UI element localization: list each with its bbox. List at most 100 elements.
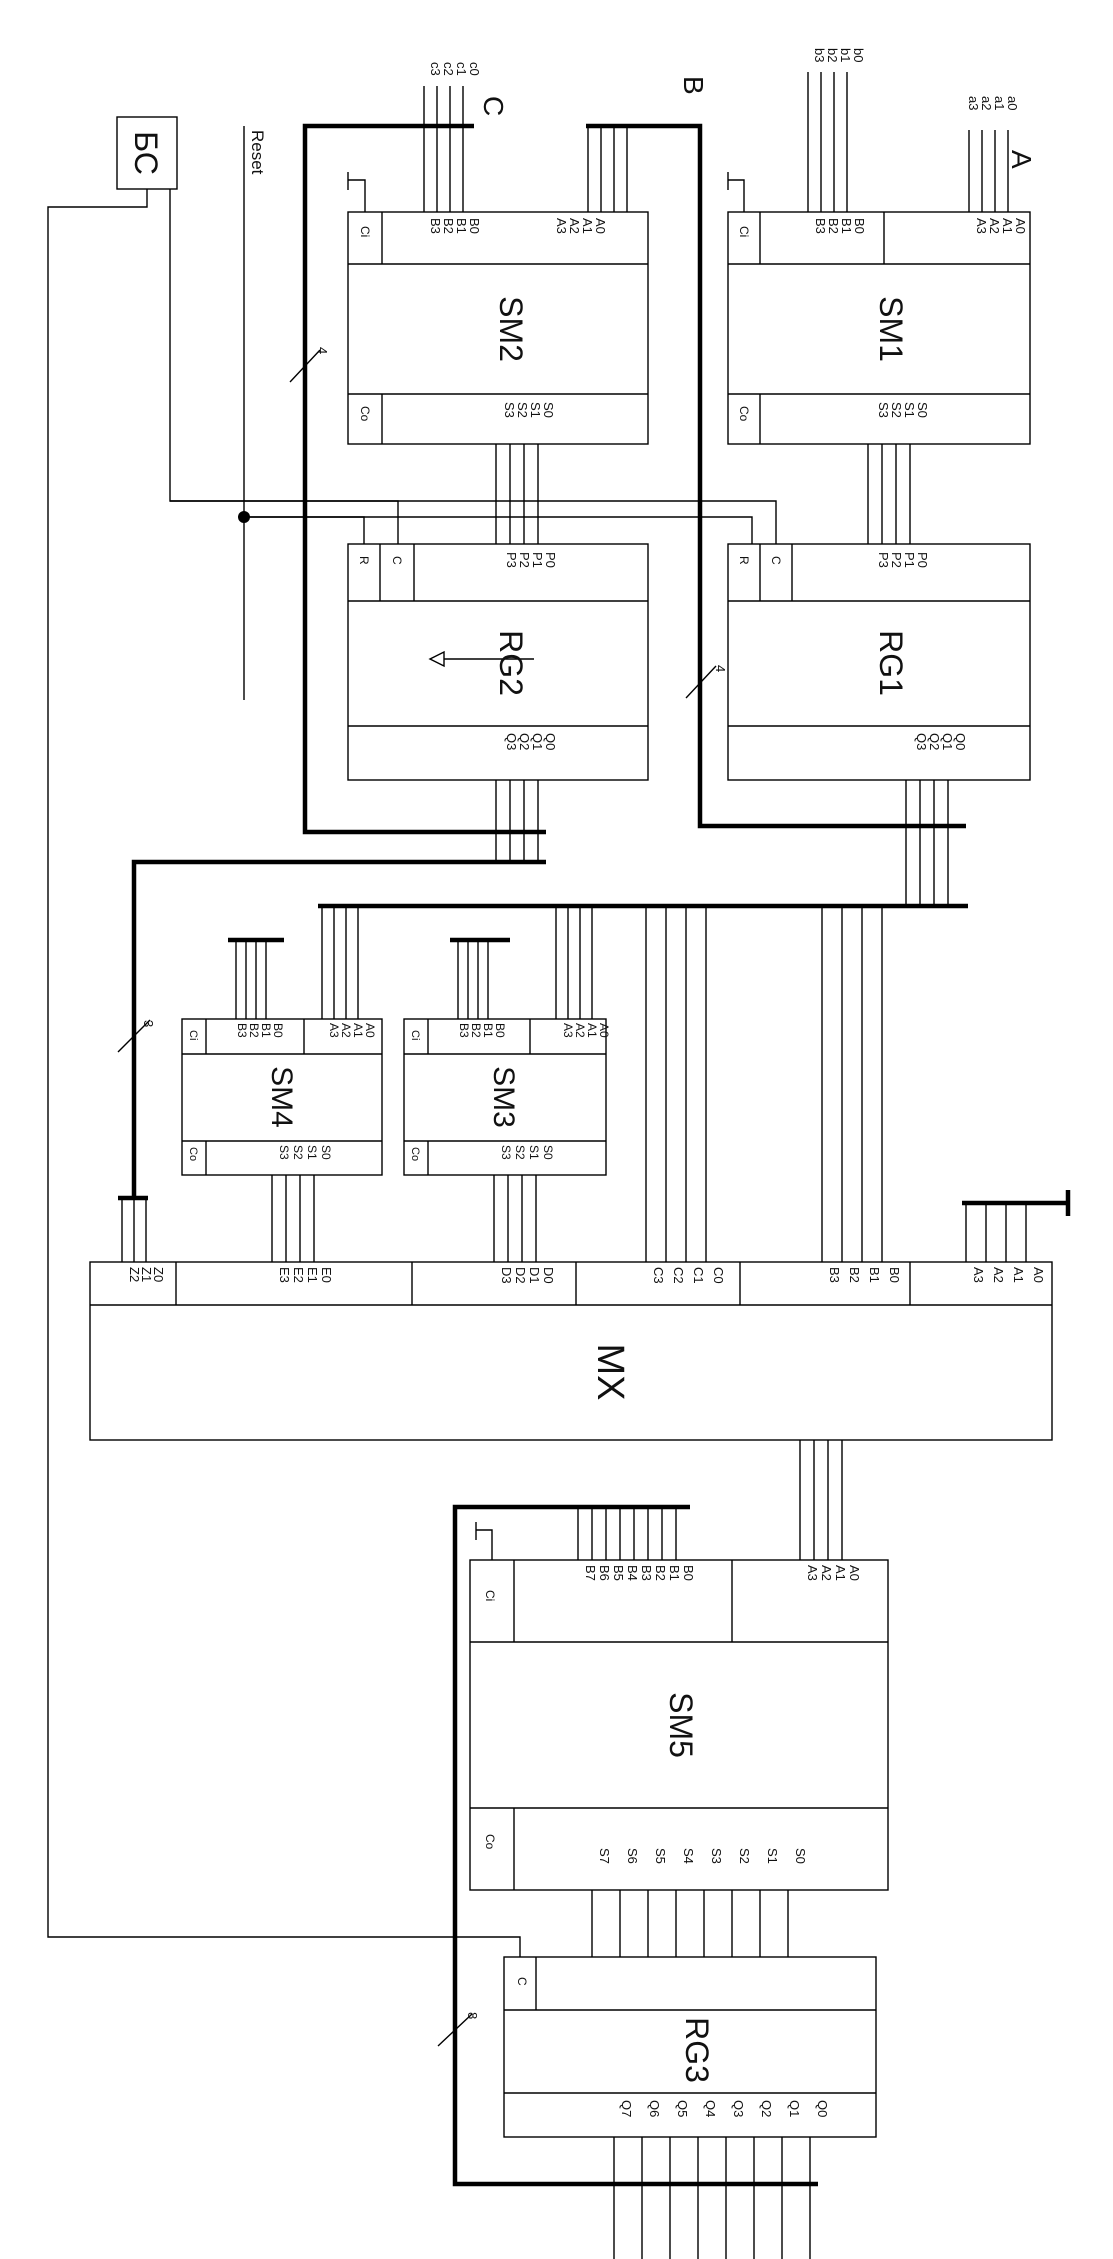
block-sm5 (469, 1559, 889, 1891)
pin-label-out: S0 (541, 1145, 555, 1160)
block-name-rg2: RG2 (493, 630, 529, 696)
pin-label-in: B0 (681, 1565, 696, 1581)
pin-label-out: S7 (597, 1848, 612, 1864)
pin-label-r: R (737, 556, 751, 565)
pin-label-in: Z1 (139, 1267, 154, 1282)
signal-wires (47, 72, 1027, 2259)
pin-label-ci: Ci (483, 1590, 497, 1601)
pin-label-ci: Ci (409, 1030, 421, 1040)
block-name-sm5: SM5 (663, 1692, 699, 1758)
pin-label-out: Q3 (504, 733, 519, 750)
pin-label-in: E2 (291, 1267, 306, 1283)
pin-label-out: Q3 (914, 733, 929, 750)
pin-label-in: B1 (667, 1565, 682, 1581)
pin-label-out: S3 (876, 402, 891, 418)
pin-label-in: A0 (593, 218, 608, 234)
bus-lines (118, 123, 1071, 2187)
pin-label-in: B3 (457, 1023, 471, 1038)
bus-width-4: 8 (465, 2012, 480, 2019)
pin-label-in: P2 (517, 552, 532, 568)
pin-label-in: B1 (454, 218, 469, 234)
pin-label-out: Q7 (619, 2100, 634, 2117)
pin-label-in: A0 (1013, 218, 1028, 234)
input-signal-label: a1 (992, 96, 1007, 110)
pin-label-out: Q0 (953, 733, 968, 750)
pin-label-out: S0 (319, 1145, 333, 1160)
pin-label-in: A3 (327, 1023, 341, 1038)
input-signal-label: c2 (441, 62, 456, 76)
reset-label: Reset (248, 130, 267, 175)
block-name-sm1: SM1 (873, 296, 909, 362)
pin-label-out: Q3 (731, 2100, 746, 2117)
pin-label-out: Q6 (647, 2100, 662, 2117)
pin-label-in: A0 (363, 1023, 377, 1038)
input-signal-label: c0 (467, 62, 482, 76)
pin-label-c: C (390, 556, 404, 565)
pin-label-in: C0 (711, 1267, 726, 1284)
pin-label-in: B0 (493, 1023, 507, 1038)
pin-label-in: A3 (805, 1565, 820, 1581)
pin-label-in: A0 (1031, 1267, 1046, 1283)
pin-label-in: B3 (428, 218, 443, 234)
pin-label-in: A1 (1000, 218, 1015, 234)
input-label-b: B (678, 76, 709, 95)
block-name-sm3: SM3 (487, 1066, 520, 1128)
pin-label-in: B3 (235, 1023, 249, 1038)
pin-label-in: B7 (583, 1565, 598, 1581)
pin-label-in: E0 (319, 1267, 334, 1283)
block-sm2 (347, 211, 649, 445)
shift-arrow-icon (428, 650, 534, 668)
pin-label-in: A0 (597, 1023, 611, 1038)
pin-label-out: S6 (625, 1848, 640, 1864)
pin-label-in: A2 (987, 218, 1002, 234)
pin-label-in: B6 (597, 1565, 612, 1581)
pin-label-in: B2 (653, 1565, 668, 1581)
block-name-rg1: RG1 (873, 630, 909, 696)
pin-label-in: B1 (481, 1023, 495, 1038)
input-signal-label: a2 (979, 96, 994, 110)
pin-label-in: B2 (847, 1267, 862, 1283)
pin-label-in: A2 (573, 1023, 587, 1038)
block-name-sm2: SM2 (493, 296, 529, 362)
pin-label-c: C (769, 556, 783, 565)
pin-label-in: P0 (915, 552, 930, 568)
pin-label-out: S1 (527, 1145, 541, 1160)
pin-label-in: C3 (651, 1267, 666, 1284)
bus-width-slashes (117, 349, 717, 2047)
pin-label-in: Z2 (127, 1267, 142, 1282)
pin-label-co: Co (409, 1147, 421, 1161)
pin-label-in: B0 (852, 218, 867, 234)
pin-label-out: S1 (305, 1145, 319, 1160)
bus-width-1: 4 (315, 347, 330, 354)
pin-label-out: S2 (737, 1848, 752, 1864)
input-signal-label: c1 (454, 62, 469, 76)
pin-label-in: P3 (504, 552, 519, 568)
input-label-c: C (478, 96, 509, 116)
pin-label-out: S1 (765, 1848, 780, 1864)
pin-label-in: B1 (259, 1023, 273, 1038)
pin-label-out: S0 (541, 402, 556, 418)
pin-label-in: B0 (271, 1023, 285, 1038)
input-signal-label: c3 (428, 62, 443, 76)
pin-label-ci: Ci (737, 226, 751, 237)
pin-label-in: B1 (867, 1267, 882, 1283)
pin-label-out: Q0 (815, 2100, 830, 2117)
pin-label-in: B2 (826, 218, 841, 234)
block-names: SM1 SM2 RG1 RG2 SM3 SM4 MX SM5 RG3 (265, 296, 909, 2083)
pin-label-co: Co (737, 406, 751, 422)
input-signal-label: b0 (851, 48, 866, 62)
input-label-a: A (1006, 150, 1037, 169)
pin-label-in: A2 (567, 218, 582, 234)
pin-label-out: S3 (709, 1848, 724, 1864)
block-rg3 (503, 1956, 877, 2138)
input-signal-label: b2 (825, 48, 840, 62)
pin-label-ci: Ci (187, 1030, 199, 1040)
pin-label-out: S0 (915, 402, 930, 418)
block-mx (89, 1261, 1053, 1441)
clock-block-box (116, 116, 178, 190)
external-labels: A B C БС Reset 4 4 3 8 (128, 76, 1037, 2019)
pin-label-in: D0 (541, 1267, 556, 1284)
pin-label-in: B0 (467, 218, 482, 234)
pin-label-in: Z0 (151, 1267, 166, 1282)
